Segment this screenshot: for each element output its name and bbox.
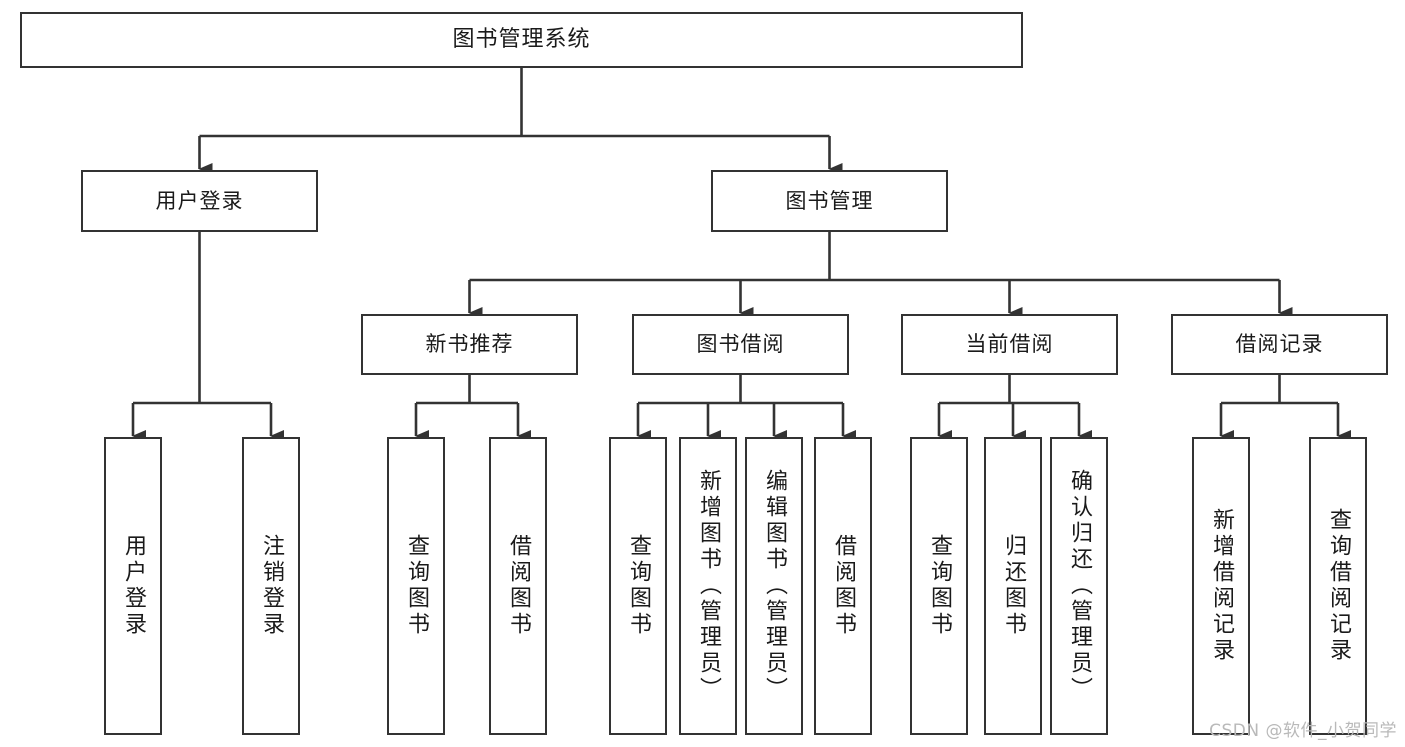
node-leaf-confirm-return[interactable]: 确认归还（管理员） [1050,437,1108,735]
node-leaf-query-record[interactable]: 查询借阅记录 [1309,437,1367,735]
node-label: 借阅图书 [831,534,856,638]
node-label: 图书管理 [785,188,874,213]
node-label: 用户登录 [121,534,146,638]
node-borrow-record[interactable]: 借阅记录 [1171,314,1388,375]
node-label: 新书推荐 [425,332,514,357]
node-leaf-return-book[interactable]: 归还图书 [984,437,1042,735]
node-current-borrow[interactable]: 当前借阅 [901,314,1118,375]
node-label: 编辑图书（管理员） [762,469,787,703]
node-label: 当前借阅 [965,332,1054,357]
node-leaf-query-book-3[interactable]: 查询图书 [910,437,968,735]
node-root[interactable]: 图书管理系统 [20,12,1023,68]
node-label: 确认归还（管理员） [1067,469,1092,703]
node-label: 查询图书 [927,534,952,638]
node-book-borrow[interactable]: 图书借阅 [632,314,849,375]
node-new-book-recommend[interactable]: 新书推荐 [361,314,578,375]
node-label: 查询图书 [626,534,651,638]
node-leaf-user-login[interactable]: 用户登录 [104,437,162,735]
node-label: 用户登录 [155,188,244,213]
node-leaf-logout[interactable]: 注销登录 [242,437,300,735]
node-leaf-query-book-2[interactable]: 查询图书 [609,437,667,735]
node-label: 归还图书 [1001,534,1026,638]
node-label: 借阅记录 [1235,332,1324,357]
node-label: 借阅图书 [506,534,531,638]
node-leaf-query-book-1[interactable]: 查询图书 [387,437,445,735]
node-book-manage[interactable]: 图书管理 [711,170,948,232]
node-user-login[interactable]: 用户登录 [81,170,318,232]
node-leaf-edit-book[interactable]: 编辑图书（管理员） [745,437,803,735]
node-label: 注销登录 [259,534,284,638]
node-leaf-add-book[interactable]: 新增图书（管理员） [679,437,737,735]
node-leaf-borrow-book-1[interactable]: 借阅图书 [489,437,547,735]
node-label: 查询图书 [404,534,429,638]
node-label: 图书借阅 [696,332,785,357]
node-label: 图书管理系统 [452,27,591,53]
csdn-watermark: CSDN @软件_小贺同学 [1209,721,1397,741]
node-leaf-add-record[interactable]: 新增借阅记录 [1192,437,1250,735]
node-label: 查询借阅记录 [1326,508,1351,664]
node-leaf-borrow-book-2[interactable]: 借阅图书 [814,437,872,735]
node-label: 新增图书（管理员） [696,469,721,703]
node-label: 新增借阅记录 [1209,508,1234,664]
